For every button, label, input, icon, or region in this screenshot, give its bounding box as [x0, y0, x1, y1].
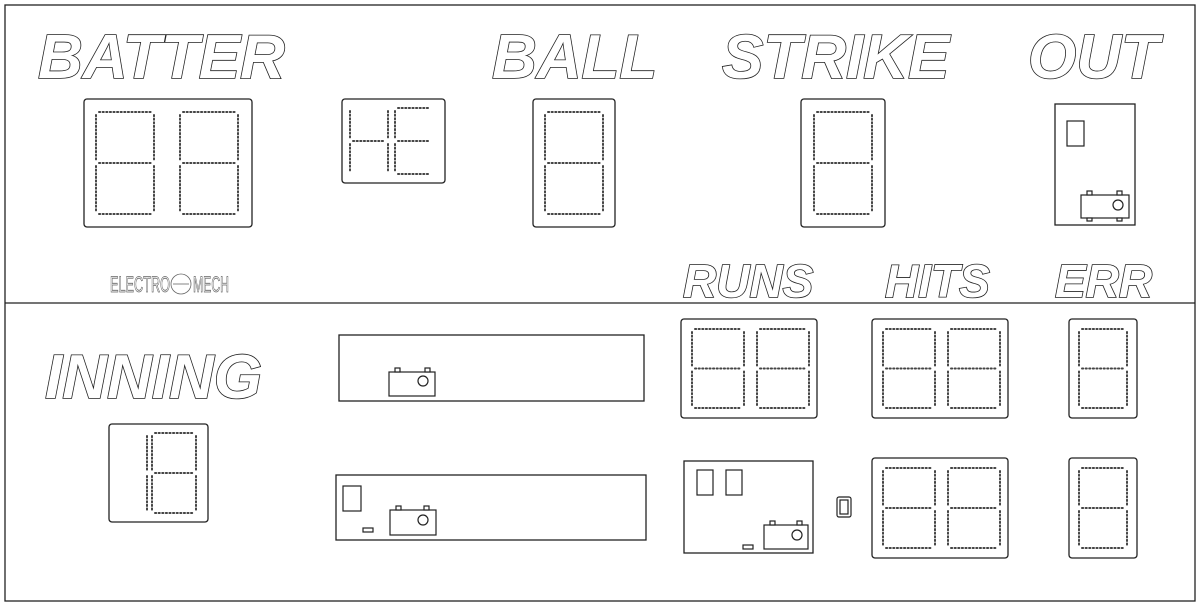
- ball-digits: [544, 111, 604, 215]
- runs-bottom-lamp-2: [725, 469, 743, 496]
- team-name-panel-bottom: [335, 474, 647, 541]
- possession-indicator-inner: [839, 499, 849, 515]
- runs-bottom-connector: [742, 544, 754, 550]
- team-top-module-icon: [388, 367, 436, 397]
- inning-label: INNING: [45, 343, 262, 412]
- team-bottom-connector: [362, 527, 374, 533]
- team-bottom-lamp: [342, 485, 362, 512]
- team-bottom-module-icon: [389, 505, 437, 536]
- runs-top-display: [680, 318, 818, 419]
- batter-display: [83, 98, 253, 228]
- batter-digits: [95, 111, 239, 215]
- team-name-panel-top: [338, 334, 645, 402]
- ball-label: BALL: [492, 23, 657, 92]
- hits-top-display: [871, 318, 1009, 419]
- out-label: OUT: [1028, 23, 1164, 92]
- strike-label: STRIKE: [722, 23, 951, 92]
- out-lamp: [1066, 120, 1085, 147]
- runs-top-digits: [691, 328, 810, 409]
- batter-label: BATTER: [38, 23, 285, 92]
- hits-bottom-digits: [882, 467, 1001, 549]
- hits-bottom-display: [871, 457, 1009, 559]
- inning-digits: [146, 432, 197, 514]
- he-display: [341, 98, 446, 184]
- err-top-digits: [1078, 328, 1128, 409]
- err-bottom-digits: [1078, 467, 1128, 549]
- hits-top-digits: [882, 328, 1001, 409]
- logo-text-left: ELECTRO: [110, 272, 170, 297]
- runs-label: RUNS: [683, 255, 814, 307]
- out-module-icon: [1080, 190, 1130, 222]
- manufacturer-logo: ELECTRO MECH: [110, 272, 230, 298]
- logo-text-right: MECH: [193, 272, 229, 297]
- strike-digits: [813, 111, 873, 215]
- runs-bottom-lamp-1: [696, 469, 714, 496]
- runs-bottom-module-icon: [763, 520, 809, 550]
- he-digits: [349, 107, 431, 175]
- err-label: ERR: [1055, 255, 1152, 307]
- hits-label: HITS: [885, 255, 990, 307]
